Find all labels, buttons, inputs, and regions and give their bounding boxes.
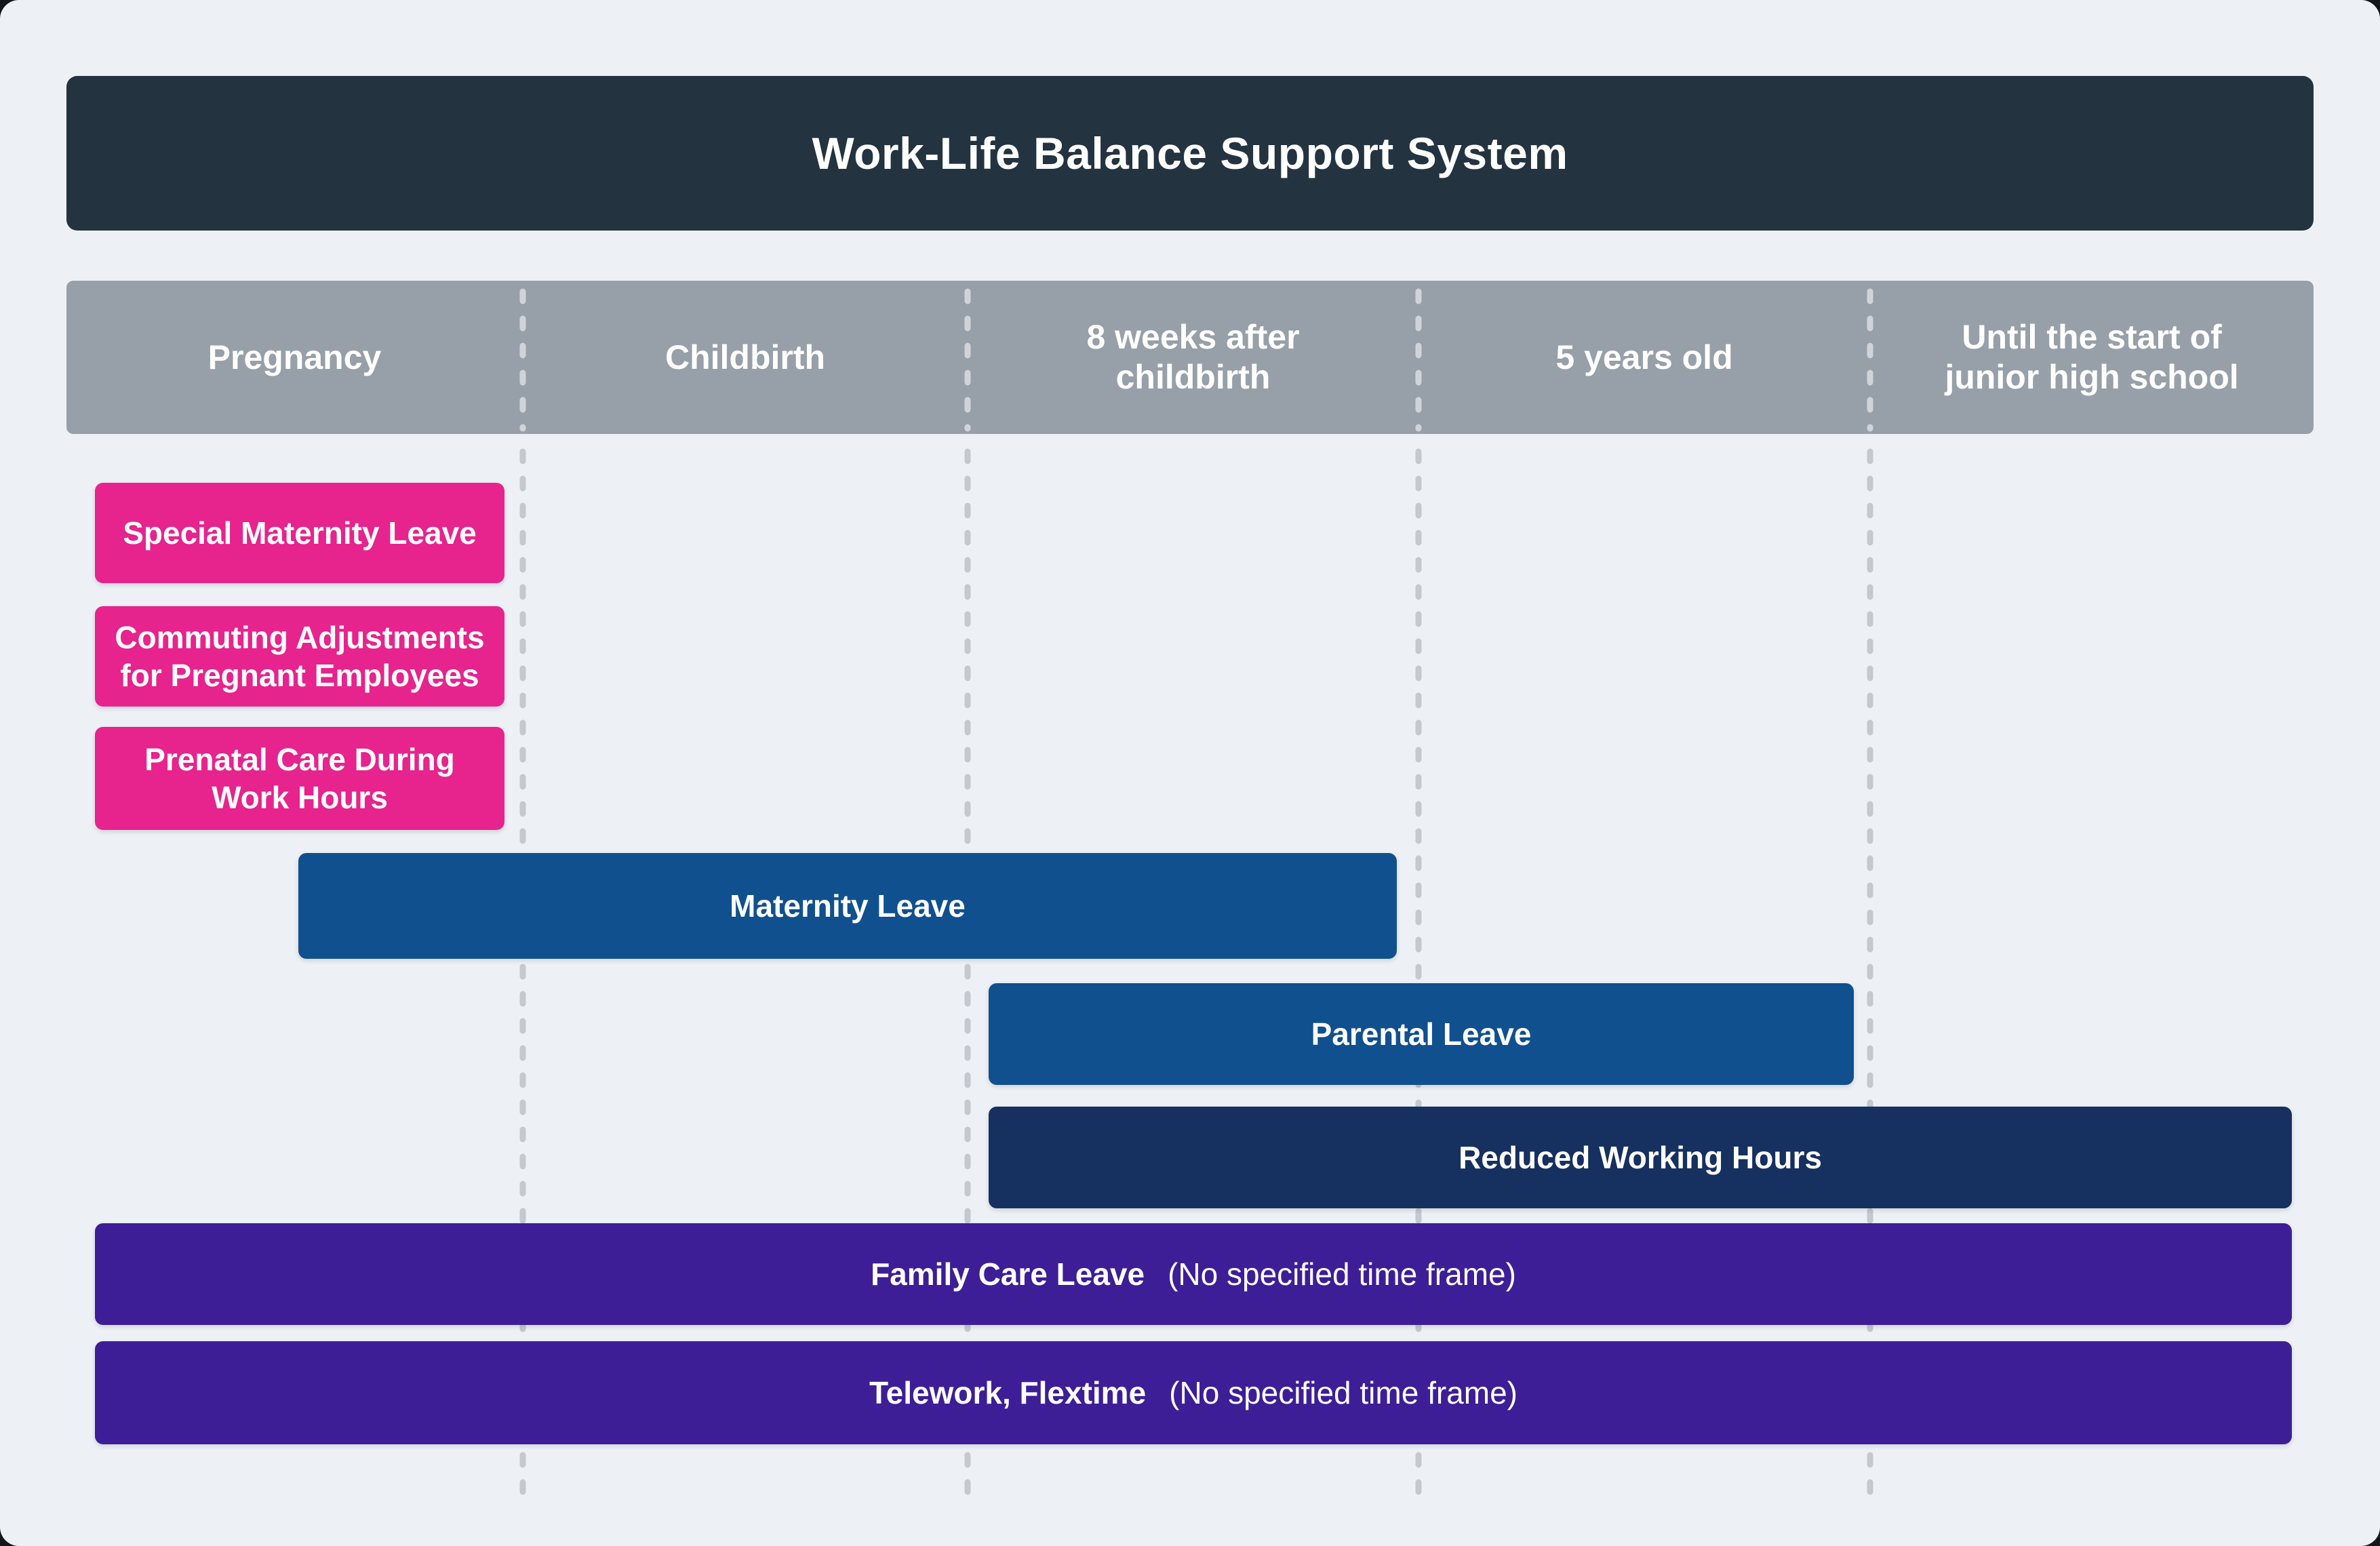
program-label: Special Maternity Leave (123, 515, 477, 551)
program-note: (No specified time frame) (1168, 1256, 1516, 1292)
program-special-maternity-leave: Special Maternity Leave (95, 483, 504, 583)
title-bar: Work-Life Balance Support System (66, 76, 2314, 231)
program-label: Prenatal Care During Work Hours (144, 741, 455, 815)
phase-pregnancy: Pregnancy (66, 281, 523, 434)
page-title: Work-Life Balance Support System (812, 128, 1568, 178)
program-label: Telework, Flextime (869, 1374, 1147, 1410)
program-label: Parental Leave (1311, 1016, 1532, 1052)
phase-junior-high-school: Until the start of junior high school (1870, 281, 2314, 434)
program-telework-flextime: Telework, Flextime (No specified time fr… (95, 1341, 2292, 1444)
phase-label: 8 weeks after childbirth (1086, 318, 1300, 396)
phase-label: 5 years old (1555, 338, 1733, 376)
phase-5-years-old: 5 years old (1419, 281, 1870, 434)
program-prenatal-care: Prenatal Care During Work Hours (95, 727, 504, 830)
program-parental-leave: Parental Leave (989, 983, 1854, 1085)
phase-childbirth: Childbirth (523, 281, 968, 434)
program-label: Maternity Leave (730, 888, 966, 924)
timeline-phase-header: Pregnancy Childbirth 8 weeks after child… (66, 281, 2314, 434)
program-reduced-working-hours: Reduced Working Hours (989, 1107, 2292, 1208)
program-label: Commuting Adjustments for Pregnant Emplo… (115, 619, 485, 693)
program-maternity-leave: Maternity Leave (298, 853, 1397, 959)
phase-label: Until the start of junior high school (1945, 318, 2239, 396)
phase-8-weeks-after-childbirth: 8 weeks after childbirth (968, 281, 1419, 434)
program-family-care-leave: Family Care Leave (No specified time fra… (95, 1223, 2292, 1325)
phase-label: Childbirth (665, 338, 826, 376)
program-label: Reduced Working Hours (1459, 1139, 1822, 1175)
program-commuting-adjustments: Commuting Adjustments for Pregnant Emplo… (95, 606, 504, 707)
phase-label: Pregnancy (207, 338, 382, 376)
program-label: Family Care Leave (871, 1256, 1145, 1292)
program-note: (No specified time frame) (1169, 1375, 1518, 1410)
